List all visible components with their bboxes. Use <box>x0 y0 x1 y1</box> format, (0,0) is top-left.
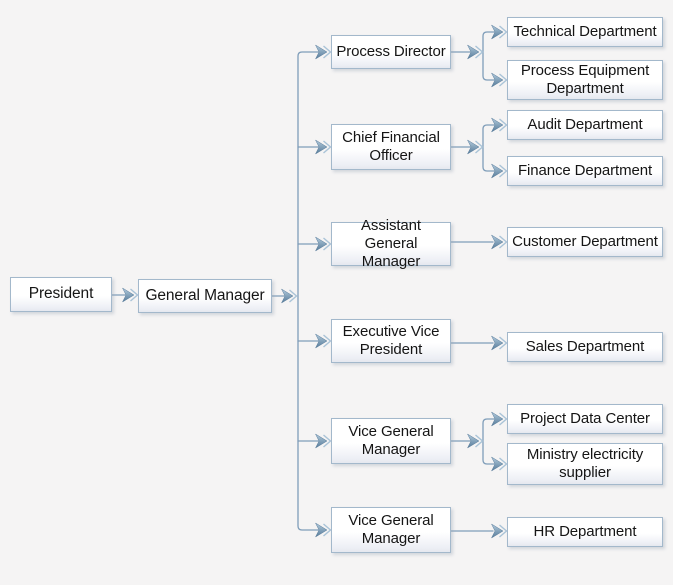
org-node-chief-financial-officer[interactable]: Chief Financial Officer <box>331 124 451 170</box>
node-label: Chief Financial Officer <box>342 128 440 164</box>
org-node-technical-department[interactable]: Technical Department <box>507 17 663 47</box>
node-label: President <box>28 285 94 303</box>
node-label: Finance Department <box>517 161 653 179</box>
connector-trunk <box>297 51 319 531</box>
org-node-process-director[interactable]: Process Director <box>331 35 451 69</box>
node-label: General Manager <box>145 286 265 304</box>
node-label: Ministry electricity supplier <box>526 445 644 481</box>
org-node-ministry-electricity-supplier[interactable]: Ministry electricity supplier <box>507 443 663 485</box>
org-node-vice-general-manager-1[interactable]: Vice General Manager <box>331 418 451 464</box>
org-node-general-manager[interactable]: General Manager <box>138 279 272 313</box>
connector-trunk <box>482 124 495 172</box>
connector-trunk <box>482 418 495 465</box>
arrow-right-icon <box>490 523 508 539</box>
node-label: Technical Department <box>513 22 657 40</box>
arrow-right-icon <box>490 234 508 250</box>
node-label: HR Department <box>533 522 637 540</box>
node-label: Vice General Manager <box>348 422 434 458</box>
node-label: Vice General Manager <box>348 511 434 547</box>
org-node-president[interactable]: President <box>10 277 112 312</box>
org-node-sales-department[interactable]: Sales Department <box>507 332 663 362</box>
org-node-process-equipment-department[interactable]: Process Equipment Department <box>507 60 663 100</box>
org-node-assistant-general-manager[interactable]: Assistant General Manager <box>331 217 451 270</box>
connector-trunk <box>482 31 495 81</box>
node-label: Process Equipment Department <box>520 61 650 97</box>
org-node-project-data-center[interactable]: Project Data Center <box>507 404 663 434</box>
org-node-executive-vice-president[interactable]: Executive Vice President <box>331 319 451 363</box>
org-node-audit-department[interactable]: Audit Department <box>507 110 663 140</box>
node-label: Project Data Center <box>520 409 650 427</box>
node-label: Customer Department <box>512 232 658 250</box>
node-label: Audit Department <box>527 115 643 133</box>
node-label: Sales Department <box>525 337 645 355</box>
arrow-right-icon <box>490 335 508 351</box>
node-label: Assistant General Manager <box>361 216 421 271</box>
node-label: Process Director <box>336 42 446 60</box>
org-node-finance-department[interactable]: Finance Department <box>507 156 663 186</box>
org-node-vice-general-manager-2[interactable]: Vice General Manager <box>331 507 451 553</box>
node-label: Executive Vice President <box>342 322 440 358</box>
org-node-hr-department[interactable]: HR Department <box>507 517 663 547</box>
org-node-customer-department[interactable]: Customer Department <box>507 227 663 257</box>
